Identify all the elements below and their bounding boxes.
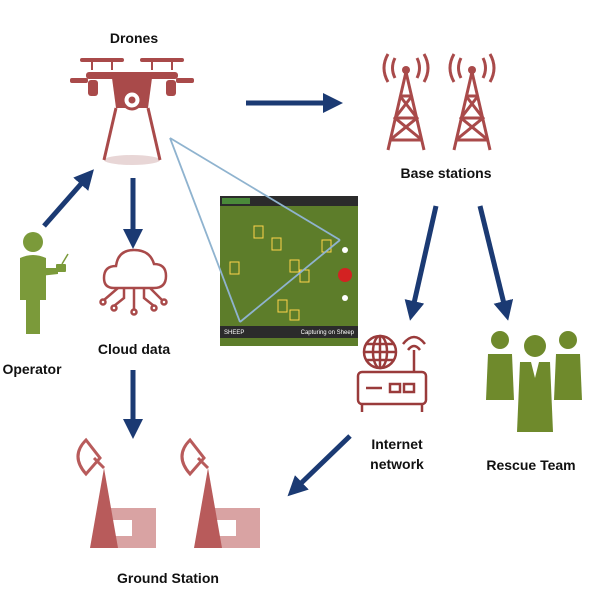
arrow-base-to-internet <box>404 205 439 321</box>
field-of-view-lines <box>169 137 341 323</box>
base-stations-label: Base stations <box>400 165 491 181</box>
flow-arrows <box>42 93 514 497</box>
drones-label: Drones <box>110 30 158 46</box>
person-icon <box>20 232 69 334</box>
cloud-network-icon <box>99 248 168 316</box>
ground-station-label: Ground Station <box>117 570 219 586</box>
arrow-base-to-rescue <box>477 205 514 321</box>
globe-router-icon <box>356 334 428 412</box>
people-group-icon <box>486 331 582 432</box>
satellite-dish-icon <box>76 437 156 548</box>
rescue-team-label: Rescue Team <box>486 457 575 473</box>
arrow-operator-to-drones <box>42 169 94 228</box>
arrow-internet-to-ground <box>287 434 352 497</box>
feed-label-left: SHEEP <box>224 330 244 336</box>
drone-icon <box>70 58 194 165</box>
satellite-dish-icon <box>180 437 260 548</box>
operator-label: Operator <box>2 361 62 377</box>
internet-label-line2: network <box>370 456 424 472</box>
antenna-tower-icon <box>382 53 496 151</box>
feed-label-right: Capturing on Sheep <box>301 330 355 336</box>
internet-label-line1: Internet <box>371 436 423 452</box>
drone-camera-feed: SHEEP Capturing on Sheep <box>220 196 358 346</box>
cloud-data-label: Cloud data <box>98 341 171 357</box>
